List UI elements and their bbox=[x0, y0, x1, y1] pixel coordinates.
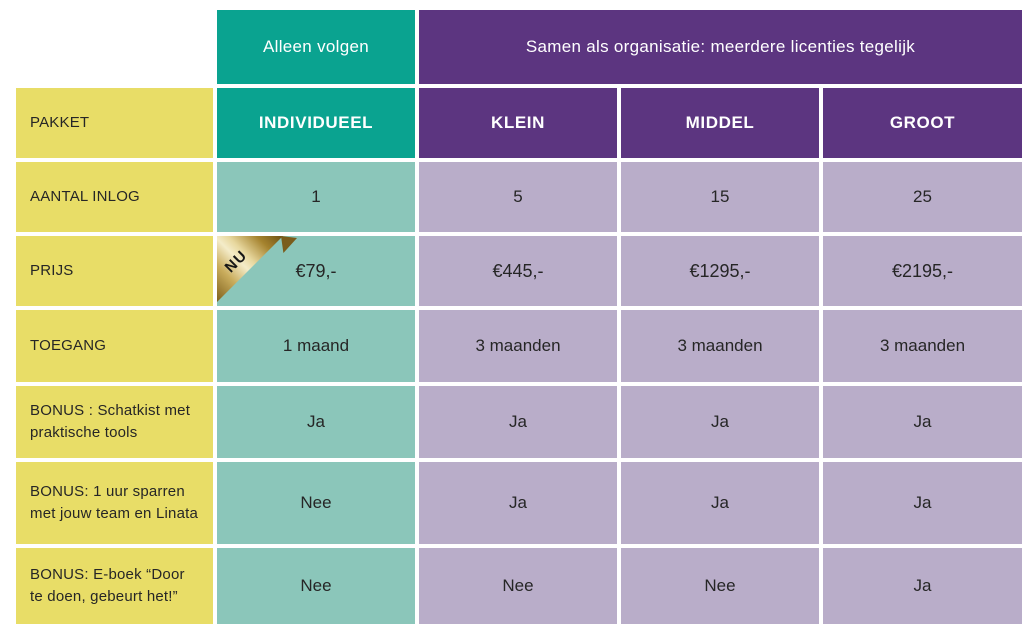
cell-toegang-individueel: 1 maand bbox=[217, 310, 415, 382]
row-label-toegang: TOEGANG bbox=[16, 310, 213, 382]
cell-bonus-eboek-klein: Nee bbox=[419, 548, 617, 624]
cell-prijs-groot: €2195,- bbox=[823, 236, 1022, 306]
col-header-groot: GROOT bbox=[823, 88, 1022, 158]
cell-bonus-schatkist-individueel: Ja bbox=[217, 386, 415, 458]
group-header-alleen-volgen: Alleen volgen bbox=[217, 10, 415, 84]
cell-bonus-sparren-klein: Ja bbox=[419, 462, 617, 544]
row-label-aantal-inlog: AANTAL INLOG bbox=[16, 162, 213, 232]
group-header-samen-als-organisatie: Samen als organisatie: meerdere licentie… bbox=[419, 10, 1022, 84]
cell-bonus-schatkist-middel: Ja bbox=[621, 386, 819, 458]
nu-ribbon-fold bbox=[281, 236, 297, 253]
pricing-table: Alleen volgen Samen als organisatie: mee… bbox=[16, 10, 1022, 624]
nu-ribbon-triangle bbox=[217, 236, 283, 302]
col-header-individueel: INDIVIDUEEL bbox=[217, 88, 415, 158]
col-header-klein: KLEIN bbox=[419, 88, 617, 158]
cell-prijs-individueel: NU €79,- bbox=[217, 236, 415, 306]
cell-bonus-eboek-individueel: Nee bbox=[217, 548, 415, 624]
cell-prijs-middel: €1295,- bbox=[621, 236, 819, 306]
row-label-bonus-sparren: BONUS: 1 uur sparren met jouw team en Li… bbox=[16, 462, 213, 544]
cell-bonus-sparren-individueel: Nee bbox=[217, 462, 415, 544]
cell-aantal-inlog-groot: 25 bbox=[823, 162, 1022, 232]
cell-toegang-middel: 3 maanden bbox=[621, 310, 819, 382]
row-label-bonus-schatkist: BONUS : Schatkist met praktische tools bbox=[16, 386, 213, 458]
cell-bonus-eboek-groot: Ja bbox=[823, 548, 1022, 624]
cell-toegang-klein: 3 maanden bbox=[419, 310, 617, 382]
nu-ribbon-label: NU bbox=[221, 246, 252, 277]
nu-corner-ribbon: NU bbox=[217, 236, 299, 308]
cell-aantal-inlog-individueel: 1 bbox=[217, 162, 415, 232]
cell-bonus-schatkist-groot: Ja bbox=[823, 386, 1022, 458]
prijs-individueel-value: €79,- bbox=[295, 260, 337, 281]
col-header-middel: MIDDEL bbox=[621, 88, 819, 158]
cell-bonus-schatkist-klein: Ja bbox=[419, 386, 617, 458]
cell-aantal-inlog-middel: 15 bbox=[621, 162, 819, 232]
cell-toegang-groot: 3 maanden bbox=[823, 310, 1022, 382]
corner-spacer bbox=[16, 10, 213, 84]
cell-bonus-eboek-middel: Nee bbox=[621, 548, 819, 624]
cell-prijs-klein: €445,- bbox=[419, 236, 617, 306]
cell-bonus-sparren-groot: Ja bbox=[823, 462, 1022, 544]
cell-bonus-sparren-middel: Ja bbox=[621, 462, 819, 544]
row-label-pakket: PAKKET bbox=[16, 88, 213, 158]
cell-aantal-inlog-klein: 5 bbox=[419, 162, 617, 232]
row-label-bonus-eboek: BONUS: E-boek “Door te doen, gebeurt het… bbox=[16, 548, 213, 624]
row-label-prijs: PRIJS bbox=[16, 236, 213, 306]
